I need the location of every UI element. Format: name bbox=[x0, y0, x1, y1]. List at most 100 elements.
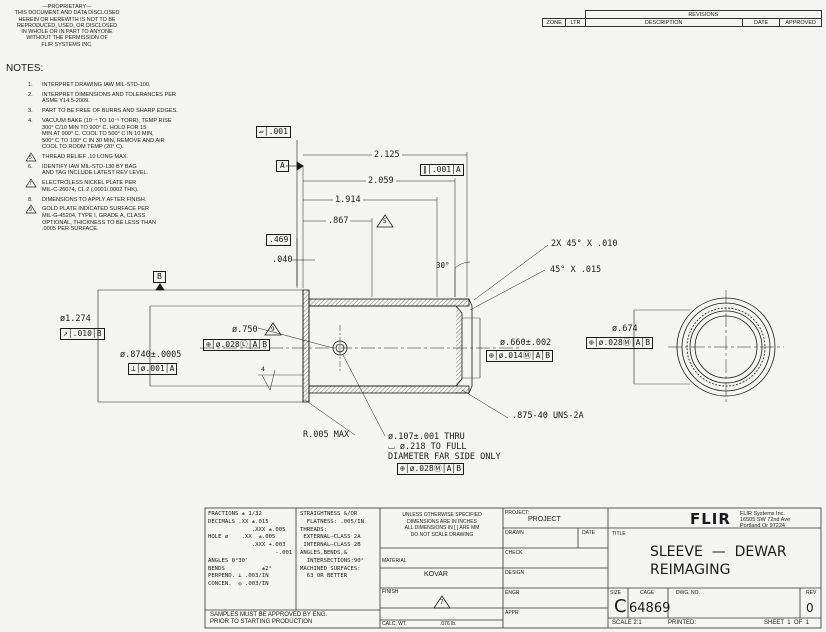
note-line: INTERPRET DIMENSIONS AND TOLERANCES PER bbox=[42, 91, 176, 98]
proprietary-line: IN WHOLE OR IN PART TO ANYONE bbox=[21, 29, 113, 36]
note-number: 6. bbox=[28, 163, 33, 170]
dim-dia-660: ø.660±.002 bbox=[500, 338, 552, 348]
note-line: MIL-C-26074, CL 2 (.0001/.0002 THK). bbox=[42, 186, 139, 193]
flag-triangle-icon: 5 bbox=[25, 152, 37, 162]
proprietary-notice: —PROPRIETARY— THIS DOCUMENT AND DATA DIS… bbox=[2, 4, 132, 48]
flag-5: 5 bbox=[376, 214, 394, 228]
tolerance-line: THREADS: bbox=[300, 526, 327, 533]
parallel-icon: ∥ bbox=[423, 165, 427, 174]
parallel-value: .001 bbox=[431, 165, 452, 174]
rev-header-zone: ZONE bbox=[541, 18, 567, 27]
note-number: 4. bbox=[28, 117, 33, 124]
end-lip-section bbox=[455, 305, 463, 387]
dim-dia-750: ø.750 bbox=[232, 325, 258, 335]
position-frame-hole: ⊕│ø.028Ⓜ│A│B bbox=[397, 463, 465, 475]
chamfer-note-2: 45° X .015 bbox=[550, 265, 602, 275]
angle-30: 30° bbox=[436, 261, 450, 270]
size-value: C bbox=[614, 596, 627, 617]
note-line: IDENTIFY IAW MIL-STD-130 BY BAG bbox=[42, 163, 137, 170]
revisions-table: REVISIONS ZONE LTR DESCRIPTION DATE APPR… bbox=[541, 10, 823, 27]
tolerance-line: BENDS ±2° bbox=[208, 565, 272, 572]
position-icon: ⊕ bbox=[206, 340, 211, 349]
flag-triangle-icon bbox=[433, 595, 451, 609]
flatness-frame: ▱│.001 bbox=[256, 126, 291, 138]
tolerance-line: 63 OR BETTER bbox=[300, 573, 348, 580]
dim-469: .469 bbox=[266, 234, 292, 246]
tolerance-line: HOLE ø .XX ±.005 bbox=[208, 534, 276, 541]
position-frame-674: ⊕│ø.028Ⓜ│A│B bbox=[586, 337, 654, 349]
tolerance-line: FLATNESS: .005/IN bbox=[300, 518, 364, 525]
appr-label: APPR bbox=[505, 610, 519, 616]
chamfer-note-1: 2X 45° X .010 bbox=[551, 239, 618, 249]
proprietary-heading: —PROPRIETARY— bbox=[42, 4, 92, 10]
tolerance-line: ANGLES 0°30' bbox=[208, 557, 249, 564]
title-label: TITLE bbox=[612, 531, 626, 537]
tolerance-line: STRAIGHTNESS &/OR bbox=[300, 511, 358, 517]
tolerance-line: INTERSECTIONS:90° bbox=[300, 557, 364, 564]
perpendicular-icon: ⊥ bbox=[131, 364, 136, 373]
drawing-title-line1: SLEEVE — DEWAR bbox=[650, 544, 787, 560]
perpendicularity-frame: ⊥│ø.001│A bbox=[128, 363, 178, 375]
cage-label: CAGE bbox=[640, 590, 655, 596]
dim-1914: 1.914 bbox=[333, 195, 363, 205]
sheet-value: SHEET 1 OF 1 bbox=[764, 620, 809, 626]
note-line: PART TO BE FREE OF BURRS AND SHARP EDGES… bbox=[42, 108, 178, 115]
tolerance-line: INTERNAL—CLASS 2B bbox=[300, 542, 361, 549]
samples-note: SAMPLES MUST BE APPROVED BY ENG. PRIOR T… bbox=[210, 612, 328, 625]
note-item: 4. VACUUM BAKE (10⁻⁴ TO 10⁻⁵ TORR), TEMP … bbox=[28, 118, 248, 151]
tolerance-line: MACHINED SURFACES: bbox=[300, 565, 361, 572]
lower-wall-section bbox=[308, 385, 470, 394]
note-line: INTERPRET DRAWING IAW MIL-STD-100. bbox=[42, 82, 151, 88]
position-icon: ⊕ bbox=[489, 351, 494, 360]
rev-header-description: DESCRIPTION bbox=[584, 18, 743, 27]
flange-section bbox=[302, 289, 310, 403]
material-value: KOVAR bbox=[424, 571, 448, 578]
flag-4: 4 bbox=[261, 365, 265, 373]
dim-2125: 2.125 bbox=[372, 150, 402, 160]
position-frame-750: ⊕│ø.028Ⓛ│A│B bbox=[203, 339, 271, 351]
note-line: 300° C/10 MIN TO 900° C. HOLD FOR 15 bbox=[42, 124, 147, 131]
proprietary-line: HEREIN OR HEREWITH IS NOT TO BE bbox=[18, 16, 116, 23]
datum-a-box: A bbox=[276, 160, 289, 172]
company-address: FLIR Systems Inc. 16505 SW 72nd Ave Port… bbox=[740, 511, 791, 529]
size-label: SIZE bbox=[610, 590, 622, 596]
position-icon: ⊕ bbox=[589, 338, 594, 347]
finish-flag: 7 bbox=[433, 595, 451, 611]
note-line: 500° C TO 100° C IN 30 MIN, REMOVE AND A… bbox=[42, 137, 165, 144]
notes-list: 1.INTERPRET DRAWING IAW MIL-STD-100.2.IN… bbox=[25, 82, 248, 236]
material-label: MATERIAL bbox=[382, 558, 407, 564]
tolerance-line: .XXX +.003 bbox=[208, 542, 286, 549]
dwg-no-label: DWG. NO. bbox=[676, 590, 700, 596]
dim-867: .867 bbox=[326, 216, 351, 226]
project-value: PROJECT bbox=[528, 516, 561, 523]
rev-header-approved: APPROVED bbox=[779, 18, 822, 27]
flag-triangle-icon: 9 bbox=[25, 204, 37, 214]
flatness-value: .001 bbox=[268, 127, 288, 136]
note-line: DIMENSIONS TO APPLY AFTER FINISH. bbox=[42, 196, 147, 203]
note-item: 8. DIMENSIONS TO APPLY AFTER FINISH. bbox=[28, 197, 248, 204]
calc-weight-value: .076 lb. bbox=[440, 621, 457, 627]
flatness-icon: ▱ bbox=[259, 127, 264, 136]
runout-value: .010 bbox=[72, 329, 92, 338]
printed-label: PRINTED: bbox=[668, 620, 697, 626]
notes-title: NOTES: bbox=[6, 63, 44, 74]
note-line: VACUUM BAKE (10⁻⁴ TO 10⁻⁵ TORR), TEMP RI… bbox=[42, 117, 172, 124]
tolerance-line: DECIMALS .XX ±.015 bbox=[208, 518, 269, 525]
rev-value: 0 bbox=[806, 601, 814, 615]
sleeve-end-view bbox=[668, 290, 784, 404]
tolerance-line: EXTERNAL—CLASS 2A bbox=[300, 534, 361, 541]
cage-value: 64869 bbox=[629, 601, 671, 616]
note-number: 5 bbox=[29, 155, 32, 162]
calc-weight-label: CALC. WT. bbox=[382, 621, 407, 627]
tolerance-line: .XXX ±.005 bbox=[208, 526, 286, 533]
note-line: OPTIONAL, THICKNESS TO BE LESS THAN bbox=[42, 219, 156, 226]
note-number: 8. bbox=[28, 196, 33, 203]
unless-specified: UNLESS OTHERWISE SPECIFIED DIMENSIONS AR… bbox=[402, 512, 482, 538]
flag-9: 9 bbox=[264, 322, 282, 336]
dim-2059: 2.059 bbox=[366, 176, 396, 186]
